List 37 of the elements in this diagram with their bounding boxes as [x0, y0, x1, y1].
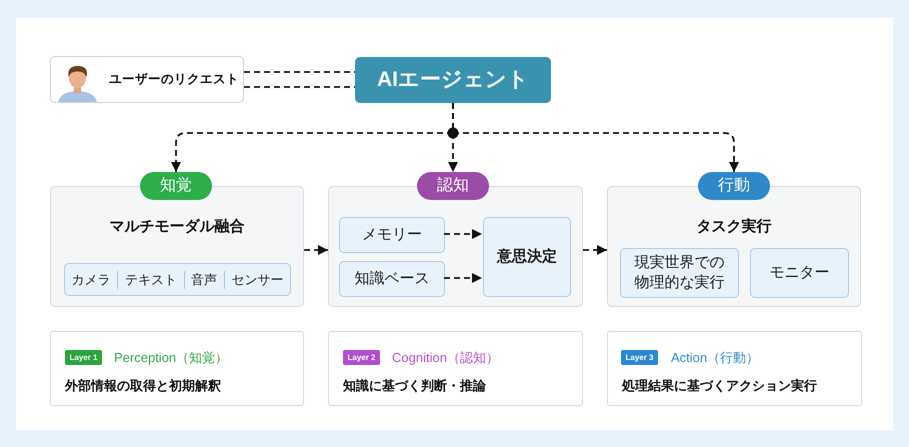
layer-description: 外部情報の取得と初期解釈	[65, 377, 221, 395]
connector-arrow	[304, 245, 328, 255]
stage-pill: 認知	[417, 172, 489, 200]
layer-description: 処理結果に基づくアクション実行	[622, 377, 817, 395]
input-type-label: テキスト	[124, 270, 177, 289]
layer-badge: Layer 2	[343, 350, 380, 365]
panel-heading: マルチモーダル融合	[110, 217, 244, 237]
layer-badge: Layer 1	[65, 350, 102, 365]
connector-arrow	[583, 245, 607, 255]
process-box: 意思決定	[483, 217, 571, 297]
layer-card	[328, 331, 583, 406]
layer-badge: Layer 3	[621, 350, 658, 365]
input-type-label: センサー	[231, 270, 284, 289]
connector-arrow	[444, 229, 482, 239]
layer-description: 知識に基づく判断・推論	[343, 377, 486, 395]
request-label: ユーザーのリクエスト	[109, 71, 239, 88]
stage-pill: 行動	[698, 172, 770, 200]
process-box: 現実世界での物理的な実行	[620, 248, 739, 298]
process-box: モニター	[750, 248, 849, 298]
input-type-label: カメラ	[72, 270, 111, 289]
layer-title: Action（行動）	[671, 349, 760, 367]
panel-heading: タスク実行	[696, 217, 772, 237]
connector-line	[244, 71, 355, 73]
connector-line	[244, 86, 355, 88]
input-type-label: 音声	[191, 270, 218, 289]
layer-title: Cognition（認知）	[392, 349, 499, 367]
layer-card	[50, 331, 304, 406]
layer-title: Perception（知覚）	[114, 349, 228, 367]
request-card	[50, 56, 244, 103]
stage-pill: 知覚	[140, 172, 212, 200]
process-box: 知識ベース	[339, 261, 445, 297]
input-types-bar	[64, 263, 291, 296]
connector-arrow	[444, 273, 482, 283]
process-box: メモリー	[339, 217, 445, 253]
agent-box: AIエージェント	[355, 57, 551, 103]
layer-card	[607, 331, 862, 406]
connector-arrow	[452, 103, 739, 172]
